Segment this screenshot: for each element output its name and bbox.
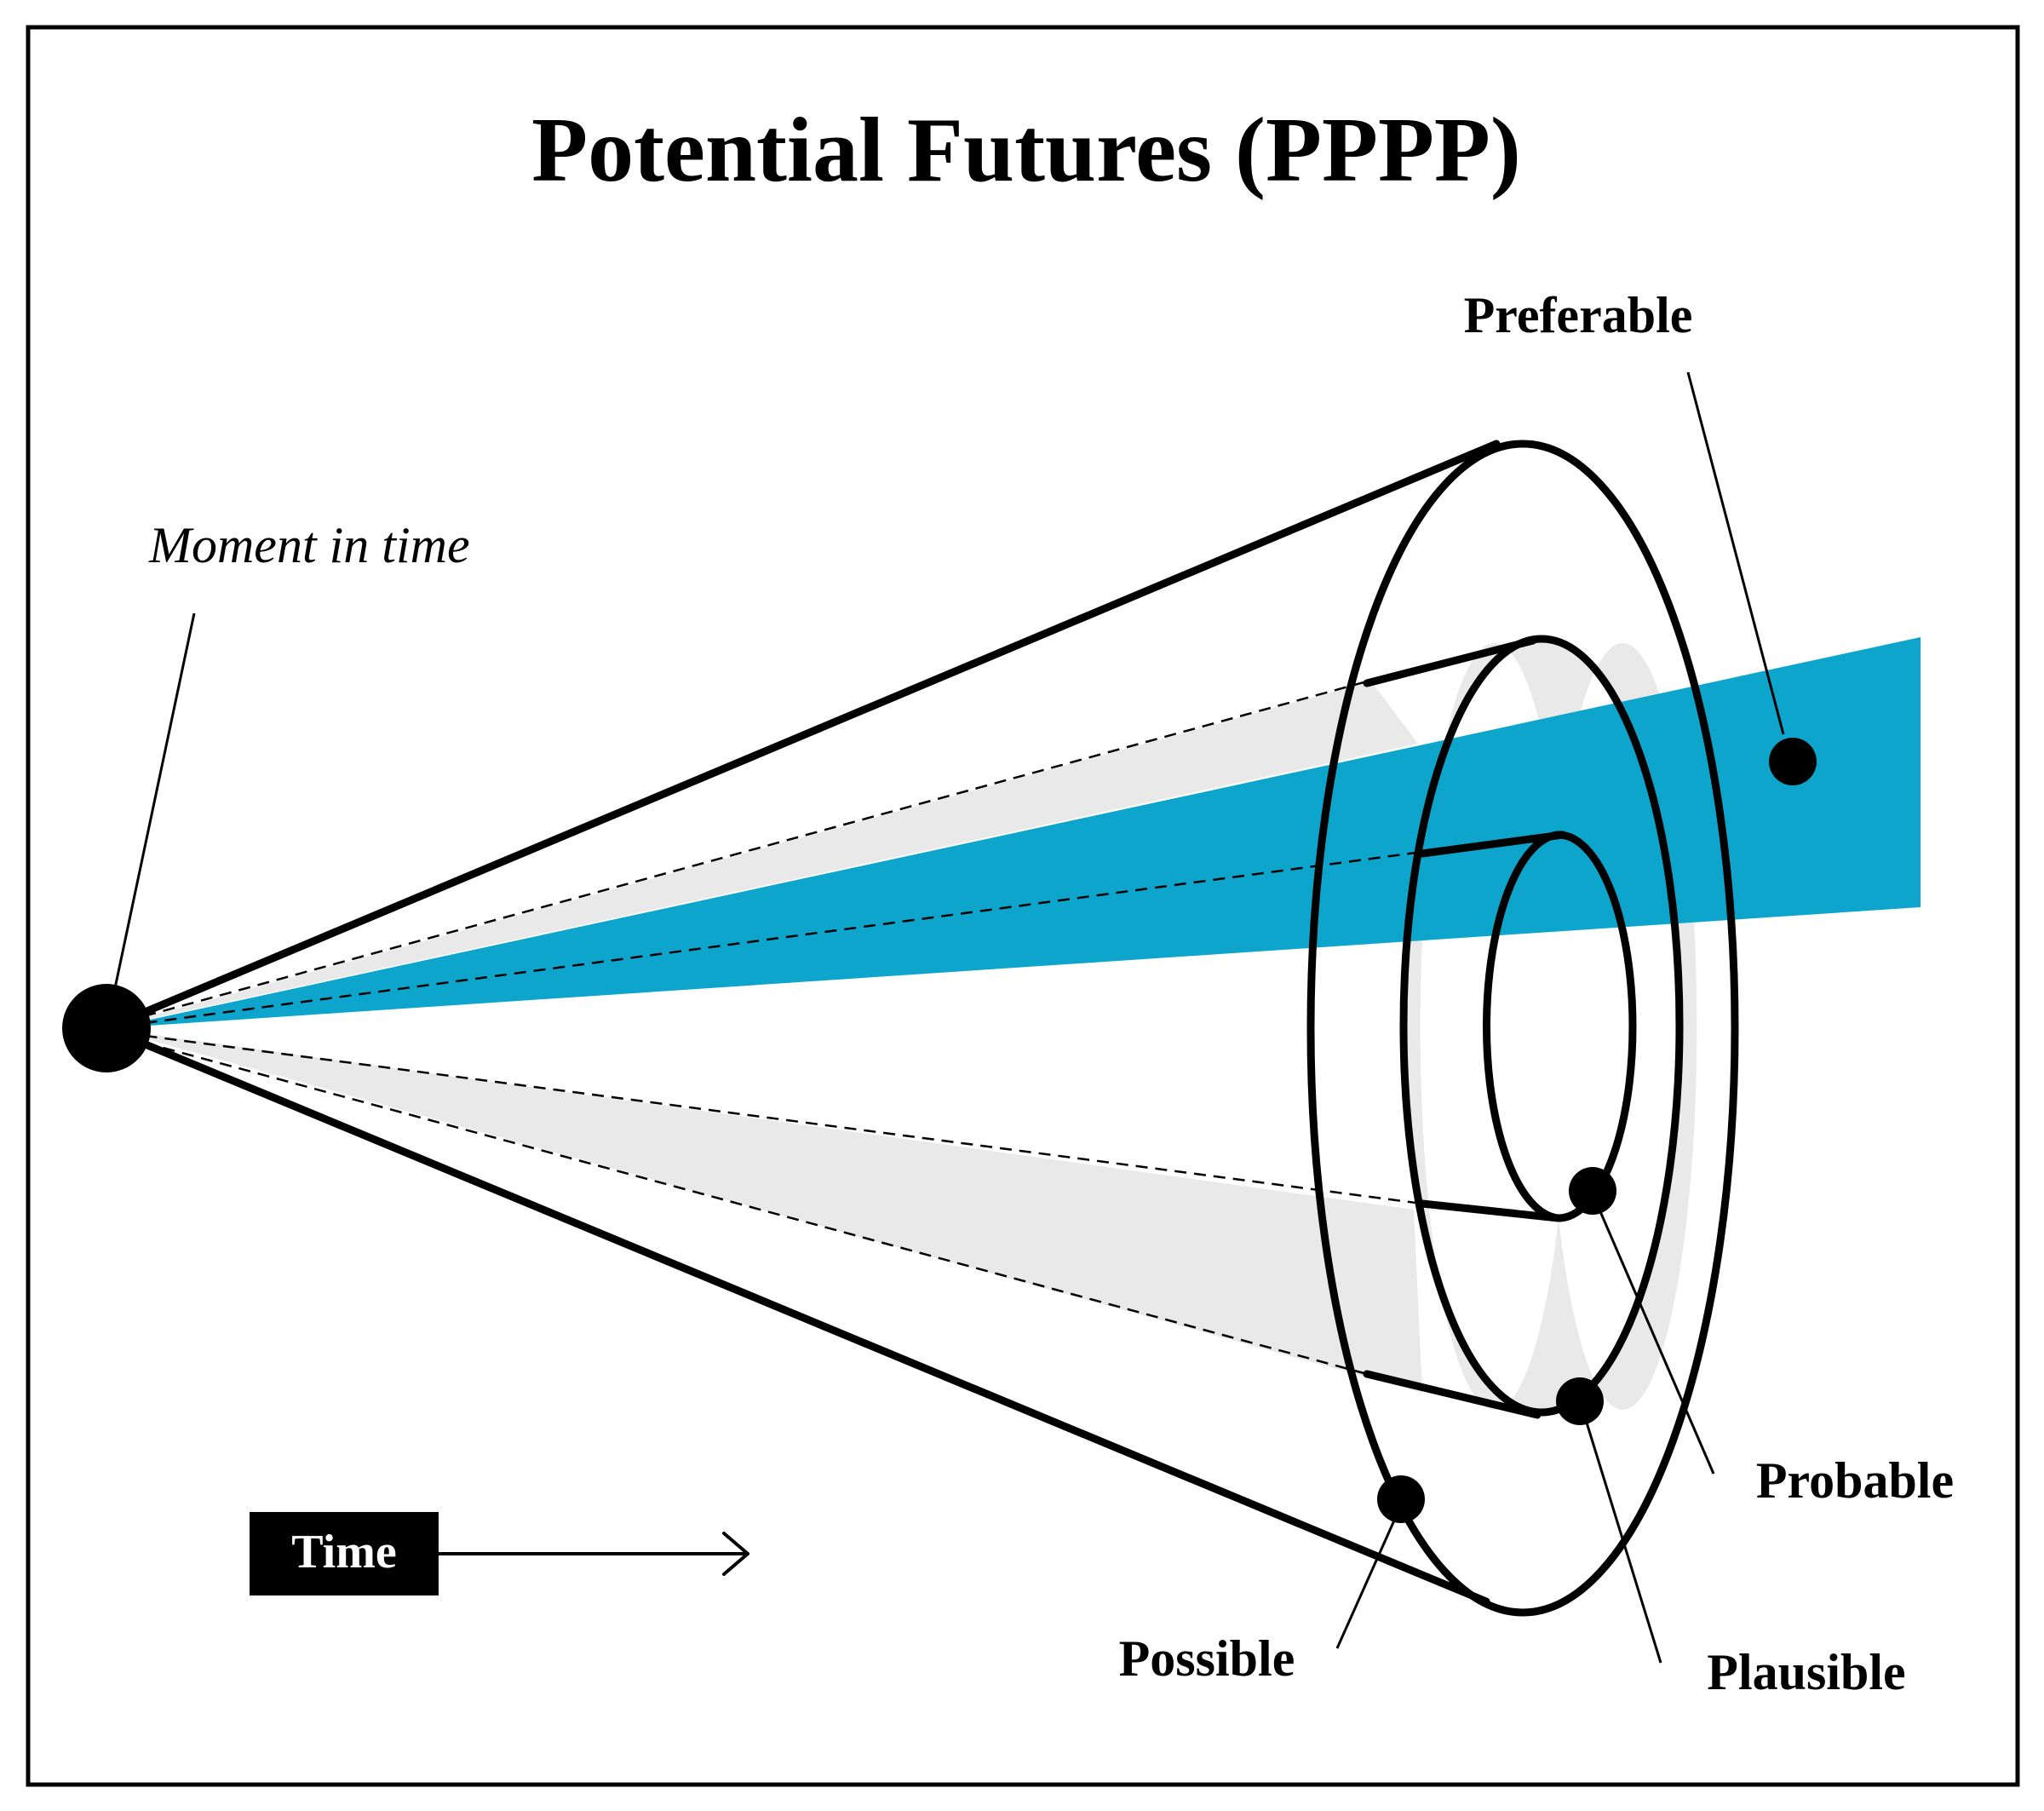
probable-leader xyxy=(1598,1209,1715,1475)
arrow-right-icon xyxy=(437,1532,749,1576)
plausible-wedge-upper xyxy=(106,681,1418,1028)
preferable-beam xyxy=(111,637,1921,1028)
time-badge xyxy=(250,1512,439,1595)
plausible-ring xyxy=(1399,635,1684,1417)
possible-cone-edges xyxy=(102,440,1501,1606)
possible-label: Possible xyxy=(1119,1630,1295,1687)
moment-in-time-leader xyxy=(113,612,196,989)
moment-in-time-dot xyxy=(62,984,151,1072)
dashed-projection-lines xyxy=(106,680,1423,1376)
possible-leader xyxy=(1335,1520,1396,1649)
probable-label: Probable xyxy=(1756,1452,1954,1509)
preferable-leader xyxy=(1686,371,1785,735)
plausible-wedge-lower xyxy=(106,1028,1422,1393)
plausible-leader xyxy=(1585,1422,1662,1664)
moment-in-time-label: Moment in time xyxy=(148,517,470,573)
possible-marker xyxy=(1377,1475,1425,1523)
plausible-label: Plausible xyxy=(1707,1644,1905,1700)
preferable-marker xyxy=(1769,738,1817,785)
time-label: Time xyxy=(291,1526,396,1578)
plausible-marker xyxy=(1556,1377,1604,1425)
probable-marker xyxy=(1569,1167,1616,1215)
possible-ring xyxy=(1306,440,1739,1617)
preferable-label: Preferable xyxy=(1464,287,1693,343)
page-title: Potential Futures (PPPP) xyxy=(531,100,1521,201)
probable-shape xyxy=(1418,831,1567,1222)
